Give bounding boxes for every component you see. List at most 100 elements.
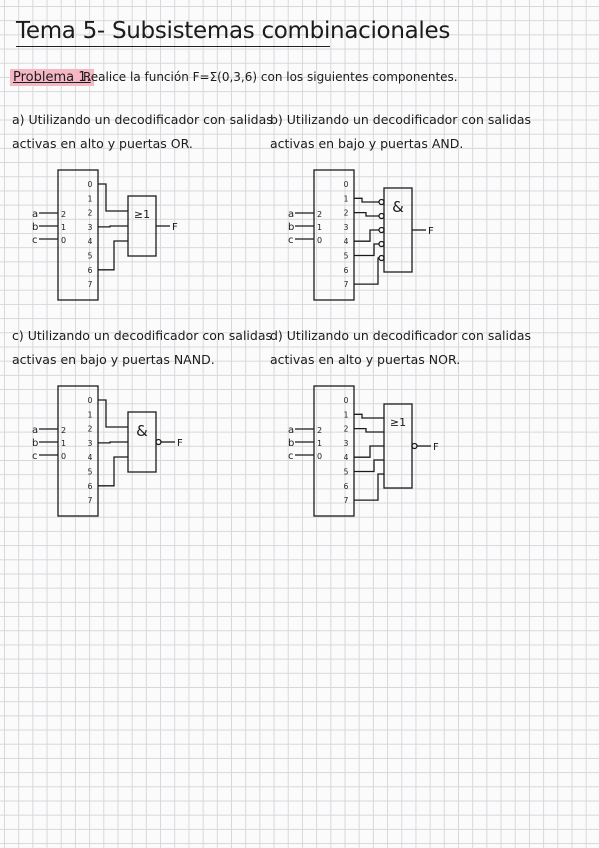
negation-bubble <box>378 254 385 262</box>
problem-statement: Realice la función F=Σ(0,3,6) con los si… <box>83 70 458 84</box>
problem-label: Problema 1. <box>10 69 94 86</box>
input-label-c: c <box>32 235 38 246</box>
gate-input-wire <box>98 225 128 228</box>
input-pin-label: 2 <box>61 210 66 219</box>
negation-bubble <box>155 438 162 446</box>
section-c-line2: activas en bajo y puertas NAND. <box>12 352 215 367</box>
title-underline <box>16 46 330 47</box>
output-label: F <box>428 226 434 237</box>
circuit-d: a 2 b 1 c 0 0 1 2 3 4 5 6 7 ≥1F <box>288 385 439 517</box>
gate-input-wire <box>354 459 384 473</box>
output-pin-label: 1 <box>344 194 349 203</box>
input-label-a: a <box>288 425 294 436</box>
input-label-a: a <box>32 209 38 220</box>
section-d-line1: d) Utilizando un decodificador con salid… <box>270 328 532 343</box>
circuit-c: a 2 b 1 c 0 0 1 2 3 4 5 6 7 & F <box>32 385 183 517</box>
output-pin-label: 3 <box>344 223 349 232</box>
output-pin-label: 4 <box>344 453 349 462</box>
output-pin-label: 6 <box>88 266 93 275</box>
gate-input-wire <box>354 211 379 217</box>
output-pin-label: 2 <box>88 425 93 434</box>
gate-input-wire <box>354 243 379 257</box>
output-pin-label: 3 <box>344 439 349 448</box>
negation-bubble <box>378 198 385 206</box>
output-pin-label: 6 <box>344 482 349 491</box>
input-pin-label: 1 <box>317 439 322 448</box>
output-pin-label: 7 <box>344 496 349 505</box>
output-pin-label: 3 <box>88 223 93 232</box>
gate-input-wire <box>354 197 379 203</box>
input-label-c: c <box>288 451 294 462</box>
input-label-b: b <box>288 438 294 449</box>
output-label: F <box>172 222 178 233</box>
gate-input-wire <box>98 240 128 271</box>
input-label-b: b <box>32 222 38 233</box>
output-pin-label: 7 <box>88 280 93 289</box>
output-pin-label: 3 <box>88 439 93 448</box>
gate-input-wire <box>354 229 379 242</box>
output-pin-label: 0 <box>88 180 93 189</box>
output-label: F <box>433 442 439 453</box>
logic-gate <box>127 411 157 473</box>
decoder-box <box>57 385 99 517</box>
logic-gate <box>127 195 157 257</box>
gate-input-wire <box>354 427 384 433</box>
section-b-title: b) Utilizando un decodificador con salid… <box>270 108 531 156</box>
input-label-b: b <box>32 438 38 449</box>
input-pin-label: 2 <box>317 426 322 435</box>
page-title: Tema 5- Subsistemas combinacionales <box>16 18 451 44</box>
gate-input-wire <box>354 257 379 285</box>
output-pin-label: 2 <box>88 209 93 218</box>
output-pin-label: 7 <box>344 280 349 289</box>
input-pin-label: 0 <box>61 452 66 461</box>
gate-symbol: ≥1 <box>390 416 406 429</box>
gate-input-wire <box>98 399 128 428</box>
output-label: F <box>177 438 183 449</box>
output-pin-label: 1 <box>88 410 93 419</box>
input-pin-label: 1 <box>61 223 66 232</box>
output-pin-label: 4 <box>88 453 93 462</box>
negation-bubble <box>378 212 385 220</box>
gate-symbol: & <box>392 198 404 216</box>
output-pin-label: 0 <box>344 180 349 189</box>
output-pin-label: 5 <box>88 468 93 477</box>
input-pin-label: 0 <box>317 452 322 461</box>
input-label-c: c <box>32 451 38 462</box>
output-pin-label: 6 <box>344 266 349 275</box>
input-pin-label: 2 <box>61 426 66 435</box>
output-pin-label: 1 <box>344 410 349 419</box>
negation-bubble <box>378 240 385 248</box>
input-pin-label: 1 <box>317 223 322 232</box>
output-pin-label: 2 <box>344 425 349 434</box>
gate-input-wire <box>354 445 384 458</box>
input-label-a: a <box>288 209 294 220</box>
output-pin-label: 2 <box>344 209 349 218</box>
output-pin-label: 5 <box>344 468 349 477</box>
output-pin-label: 7 <box>88 496 93 505</box>
decoder-box <box>313 169 355 301</box>
section-c-title: c) Utilizando un decodificador con salid… <box>12 324 272 372</box>
output-pin-label: 0 <box>88 396 93 405</box>
gate-input-wire <box>354 473 384 501</box>
output-pin-label: 4 <box>88 237 93 246</box>
section-d-title: d) Utilizando un decodificador con salid… <box>270 324 531 372</box>
gate-input-wire <box>98 183 128 212</box>
output-pin-label: 6 <box>88 482 93 491</box>
negation-bubble <box>411 442 418 450</box>
input-pin-label: 1 <box>61 439 66 448</box>
output-pin-label: 0 <box>344 396 349 405</box>
decoder-box <box>313 385 355 517</box>
section-a-title: a) Utilizando un decodificador con salid… <box>12 108 273 156</box>
decoder-box <box>57 169 99 301</box>
input-pin-label: 2 <box>317 210 322 219</box>
gate-symbol: & <box>136 422 148 440</box>
section-a-line2: activas en alto y puertas OR. <box>12 136 193 151</box>
gate-symbol: ≥1 <box>134 208 150 221</box>
output-pin-label: 5 <box>88 252 93 261</box>
input-label-a: a <box>32 425 38 436</box>
section-b-line1: b) Utilizando un decodificador con salid… <box>270 112 532 127</box>
output-pin-label: 4 <box>344 237 349 246</box>
gate-input-wire <box>354 413 384 419</box>
